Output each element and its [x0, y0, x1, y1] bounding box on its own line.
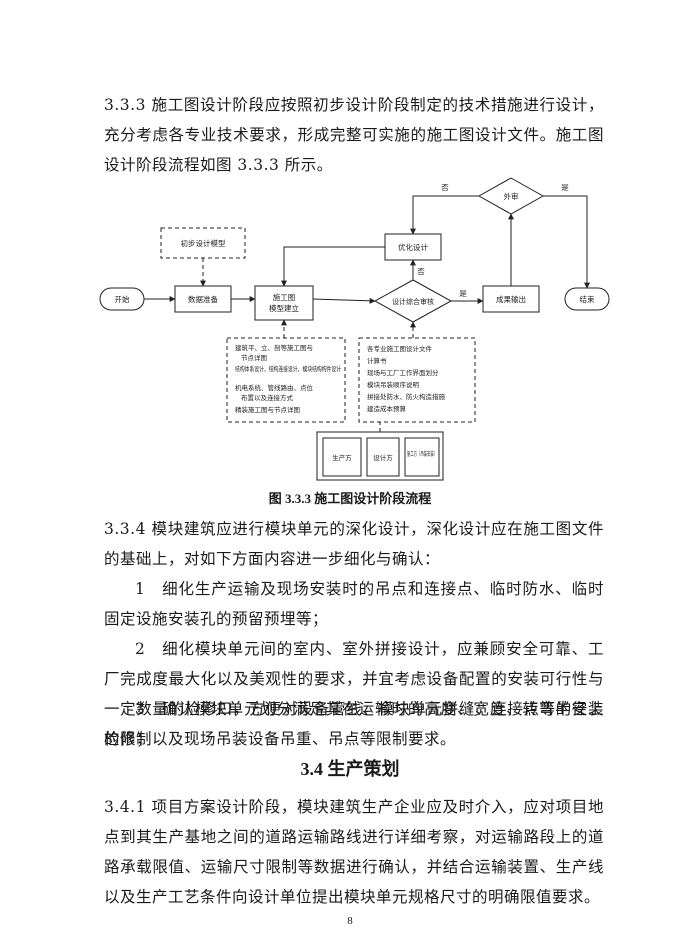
yes-label-external: 是: [561, 183, 569, 192]
party-producer: 生产方: [332, 453, 352, 462]
output-label: 成果输出: [496, 294, 526, 304]
right-note-6: 建造成本预算: [367, 404, 407, 413]
left-note-1: 建筑平、立、剖等施工图与: [235, 343, 313, 352]
left-note-5: 布置以及连接方式: [241, 393, 294, 402]
left-note-4: 机电系统、管线路由、点位: [235, 383, 314, 392]
right-note-1: 各专业施工图设计文件: [367, 344, 433, 353]
optimize-node: [384, 233, 442, 261]
prelim-model-node: [160, 227, 246, 259]
external-label: 外审: [504, 191, 519, 201]
page-number: 8: [347, 915, 353, 927]
left-note-2: 节点详图: [241, 353, 267, 362]
list-item-3: 3 确认模块单元划分满足其在运输时的高度、宽度、转弯半径上的限制以及现场吊装设备…: [104, 700, 604, 748]
no-label-external: 否: [441, 183, 449, 192]
model-build-node: [254, 285, 314, 321]
model-build-label-2: 模型建立: [269, 303, 299, 313]
party-designer: 设计方: [373, 453, 393, 462]
right-note-2: 计算书: [367, 356, 387, 365]
flowchart: 开始 数据准备 初步设计模型 施工图 模型建立 优化设计 设计综合审核 成果输出…: [99, 177, 610, 481]
start-label: 开始: [115, 294, 130, 304]
left-note-6: 精装施工图与节点详图: [235, 405, 300, 414]
left-note-3: 结构体系设计，结构连接设计，模块结构构件设计: [235, 364, 341, 373]
data-prep-label: 数据准备: [188, 294, 218, 304]
end-label: 结束: [580, 294, 595, 304]
prelim-model-label: 初步设计模型: [181, 238, 226, 248]
paragraph-3-4-1: 3.4.1 项目方案设计阶段，模块建筑生产企业应及时介入，应对项目地点到其生产基…: [104, 798, 604, 906]
right-note-3: 现场与工厂工作界面划分: [367, 368, 439, 377]
paragraph-3-3-3: 3.3.3 施工图设计阶段应按照初步设计阶段制定的技术措施进行设计，充分考虑各专…: [104, 96, 604, 174]
list-item-2: 2 细化模块单元间的室内、室外拼接设计，应兼顾安全可靠、工厂完成度最大化以及美观…: [104, 640, 604, 748]
section-title: 3.4 生产策划: [300, 759, 400, 779]
model-build-label-1: 施工图: [273, 292, 296, 302]
right-note-5: 拼接处防水、防火构造措施: [367, 392, 446, 401]
left-notes-box: [226, 337, 346, 423]
right-note-4: 模块吊装顺序说明: [367, 380, 420, 389]
party-builder: 施工方（吊装安装）: [407, 450, 437, 458]
data-prep-node: [174, 285, 232, 313]
figure-caption: 图 3.3.3 施工图设计阶段流程: [268, 491, 432, 506]
list-item-1: 1 细化生产运输及现场安装时的吊点和连接点、临时防水、临时固定设施安装孔的预留预…: [104, 580, 604, 628]
right-notes-box: [358, 337, 476, 423]
paragraph-3-3-4: 3.3.4 模块建筑应进行模块单元的深化设计，深化设计应在施工图文件的基础上，对…: [104, 520, 604, 568]
review-label: 设计综合审核: [392, 297, 434, 306]
no-label-review: 否: [417, 267, 425, 276]
yes-label-review: 是: [459, 289, 467, 298]
optimize-label: 优化设计: [398, 242, 428, 252]
